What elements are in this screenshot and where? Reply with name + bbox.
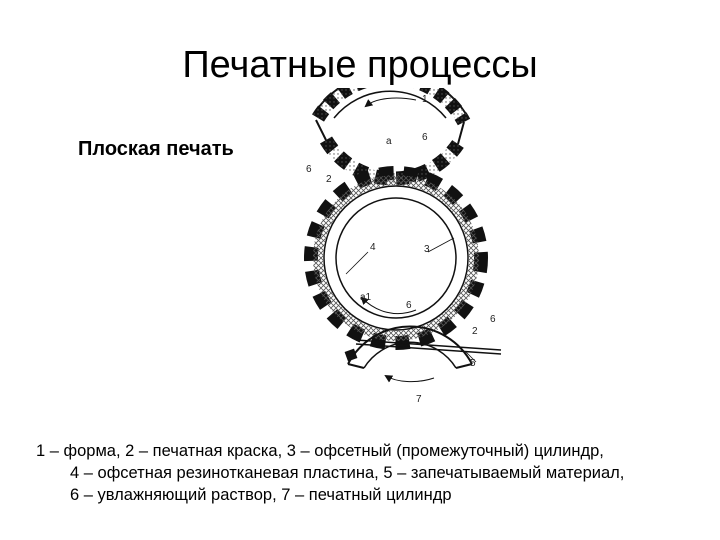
label-a1: а1 [360,292,372,303]
impression-cylinder [344,325,473,383]
caption-line-3: 6 – увлажняющий раствор, 7 – печатный ци… [70,486,452,504]
caption: 1 – форма, 2 – печатная краска, 3 – офсе… [36,440,706,506]
caption-line-1: 1 – форма, 2 – печатная краска, 3 – офсе… [36,442,604,460]
label-6-right: 6 [490,314,496,325]
subtitle: Плоская печать [78,138,234,160]
label-7: 7 [416,394,422,405]
label-3: 3 [424,244,430,255]
label-a: а [386,136,392,147]
label-4: 4 [370,242,376,253]
page-title: Печатные процессы [182,44,538,86]
caption-line-2: 4 – офсетная резинотканевая пластина, 5 … [70,464,625,482]
label-6-left: 6 [306,164,312,175]
label-2-left: 2 [326,174,332,185]
label-6-mid: 6 [406,300,412,311]
offset-cylinder [304,166,488,350]
form-cylinder [312,88,471,186]
label-2-right: 2 [472,326,478,337]
label-1: 1 [422,94,428,105]
label-6-top: 6 [422,132,428,143]
label-5: 5 [470,358,476,369]
offset-printing-diagram: 1 а 6 6 2 4 3 а1 6 6 2 5 7 [304,88,502,405]
